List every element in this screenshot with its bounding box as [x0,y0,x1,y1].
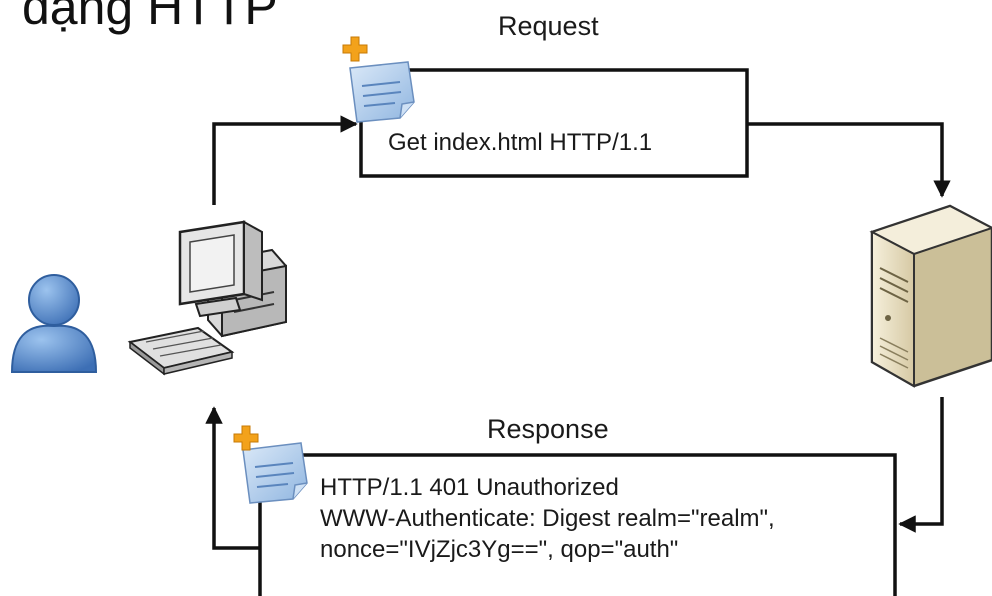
request-flow [212,68,951,205]
response-arrow-out [205,406,260,550]
request-message-text: Get index.html HTTP/1.1 [388,129,653,156]
request-arrow-out [747,122,951,198]
request-label: Request [498,11,599,41]
response-line-auth-header: WWW-Authenticate: Digest realm="realm", [320,505,775,532]
request-arrow-in [212,115,358,205]
response-label: Response [487,414,609,444]
user-icon [10,274,98,373]
response-line-nonce: nonce="IVjZjc3Yg==", qop="auth" [320,536,679,563]
response-arrow-in [898,397,944,533]
server-icon [869,204,992,388]
response-message-box [258,453,897,596]
response-flow [205,397,944,596]
request-doc-icon [342,36,415,123]
response-doc-icon [233,425,308,504]
desktop-computer-icon [127,220,287,376]
response-line-status: HTTP/1.1 401 Unauthorized [320,474,619,501]
response-message-text: HTTP/1.1 401 Unauthorized WWW-Authentica… [320,472,775,565]
request-message-box [359,68,749,178]
slide-title-fragment: dạng HTTP [22,0,278,35]
